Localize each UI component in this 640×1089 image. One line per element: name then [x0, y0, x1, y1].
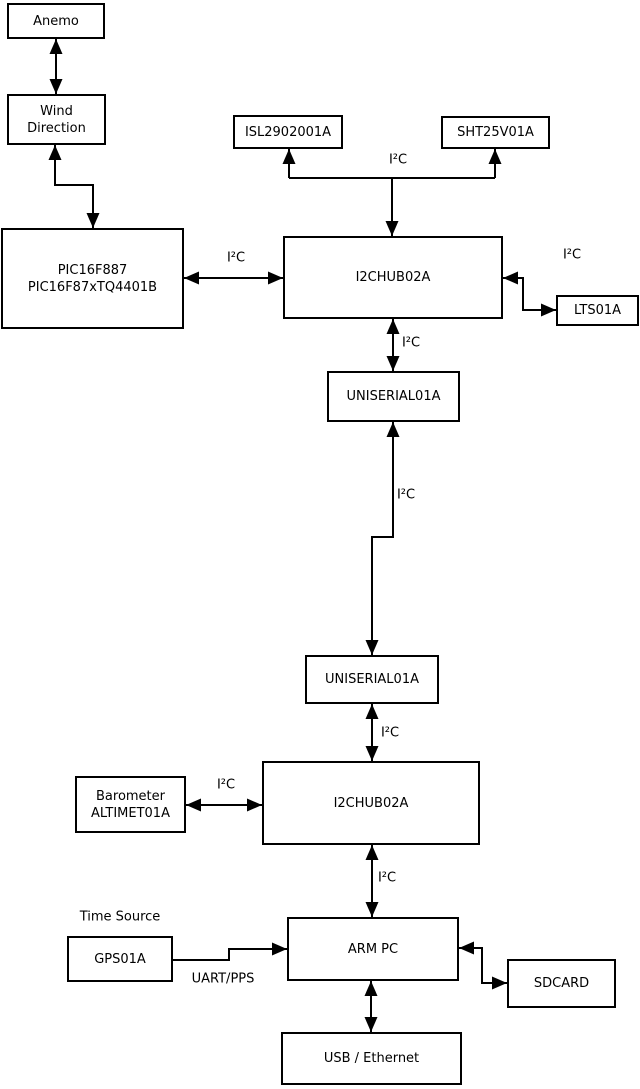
- node-anemo-label: Anemo: [33, 13, 79, 29]
- node-sdcard: SDCARD: [507, 959, 616, 1008]
- node-i2chub02a-lower-label: I2CHUB02A: [333, 795, 409, 811]
- node-pic16f887-line1: PIC16F887: [57, 262, 128, 278]
- node-anemo: Anemo: [7, 3, 105, 39]
- node-usb-ethernet-label: USB / Ethernet: [323, 1051, 420, 1066]
- node-arm-pc-label: ARM PC: [347, 941, 399, 957]
- label-uart-pps: UART/PPS: [191, 971, 255, 987]
- node-isl2902001a: ISL2902001A: [233, 115, 343, 149]
- edge-label-i2c-barometer-hub2: I²C: [216, 777, 236, 793]
- edge-armpc-sdcard: [459, 941, 507, 990]
- node-i2chub02a-lower: I2CHUB02A: [262, 761, 480, 845]
- node-sht25v01a: SHT25V01A: [441, 116, 550, 149]
- node-wind-direction: Wind Direction: [7, 94, 106, 145]
- node-i2chub02a-upper-label: I2CHUB02A: [355, 270, 431, 285]
- edge-label-i2c-hub1-uniserial1: I²C: [401, 335, 421, 351]
- node-uniserial01a-upper-label: UNISERIAL01A: [346, 389, 441, 404]
- node-gps01a: GPS01A: [67, 936, 173, 982]
- node-lts01a-label: LTS01A: [573, 303, 622, 318]
- node-sht25v01a-label: SHT25V01A: [457, 125, 534, 140]
- node-arm-pc: ARM PC: [287, 917, 459, 981]
- edge-label-i2c-pic-hub1: I²C: [226, 250, 246, 266]
- edge-wind-pic: [48, 145, 100, 228]
- node-uniserial01a-lower-label: UNISERIAL01A: [325, 672, 419, 687]
- edge-label-i2c-uniserial2-hub2: I²C: [380, 725, 400, 741]
- edge-uniserial1-uniserial2: [365, 422, 400, 655]
- node-uniserial01a-upper: UNISERIAL01A: [327, 371, 460, 422]
- node-barometer-altimet01a: Barometer ALTIMET01A: [75, 776, 186, 833]
- node-lts01a: LTS01A: [556, 295, 639, 326]
- label-time-source: Time Source: [79, 909, 161, 925]
- node-i2chub02a-upper: I2CHUB02A: [283, 236, 503, 319]
- edge-label-i2c-hub2-armpc: I²C: [377, 870, 397, 886]
- node-gps01a-label: GPS01A: [94, 951, 146, 967]
- edge-label-i2c-lts: I²C: [562, 247, 582, 263]
- node-isl2902001a-label: ISL2902001A: [244, 124, 332, 140]
- node-pic16f887-line2: PIC16F87xTQ4401B: [27, 279, 158, 295]
- edge-label-i2c-sensor-bus: I²C: [388, 152, 408, 168]
- node-sdcard-label: SDCARD: [533, 976, 590, 991]
- edge-hub1-lts: [503, 271, 556, 317]
- edge-gps-armpc: [173, 942, 287, 961]
- node-uniserial01a-lower: UNISERIAL01A: [305, 655, 439, 704]
- node-usb-ethernet: USB / Ethernet: [281, 1032, 462, 1085]
- node-wind-direction-line2: Direction: [27, 120, 86, 136]
- edge-label-i2c-uniserial-link: I²C: [396, 487, 416, 503]
- node-barometer-line2: ALTIMET01A: [91, 805, 170, 821]
- node-pic16f887: PIC16F887 PIC16F87xTQ4401B: [1, 228, 184, 329]
- node-barometer-line1: Barometer: [96, 788, 165, 804]
- node-wind-direction-line1: Wind: [40, 103, 73, 119]
